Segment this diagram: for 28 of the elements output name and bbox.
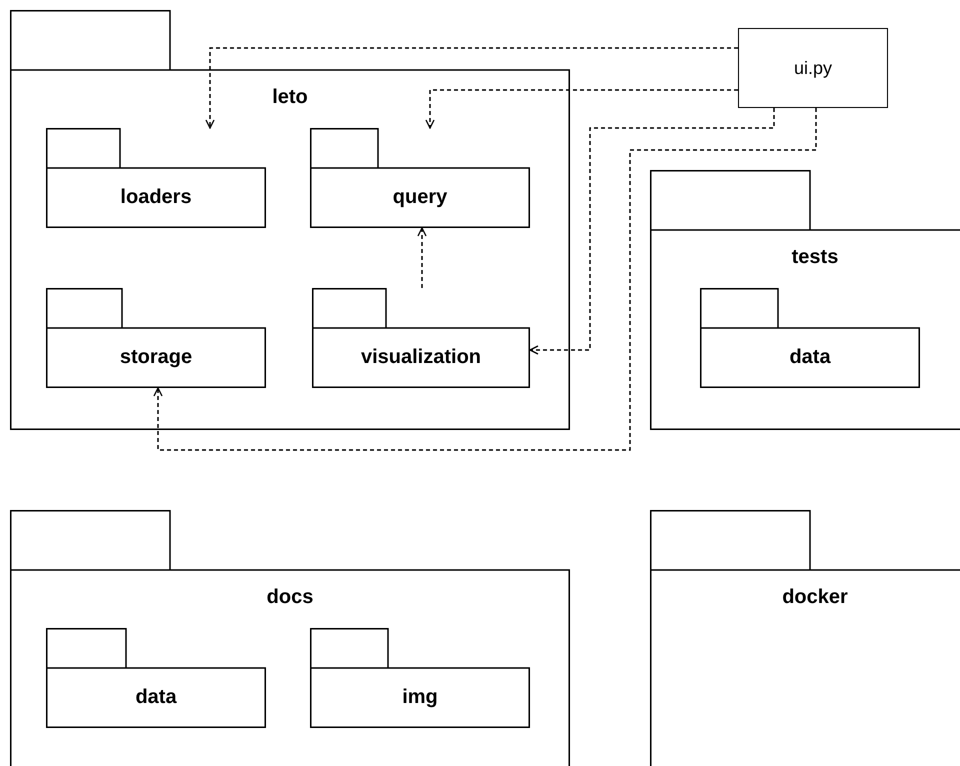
package-folder	[650, 510, 960, 766]
package-name: visualization	[360, 346, 482, 369]
package-name: data	[135, 686, 177, 709]
package-name: img	[402, 686, 438, 709]
dependency-arrow	[205, 47, 738, 129]
file-box: ui.py	[738, 28, 888, 108]
dependency-arrow	[153, 108, 817, 451]
package-folder	[700, 288, 920, 388]
package-folder	[10, 10, 570, 430]
package-folder	[46, 628, 266, 728]
package-name: docs	[266, 586, 314, 609]
package-name: tests	[792, 246, 838, 269]
package-name: docker	[782, 586, 848, 609]
package-folder	[310, 128, 530, 228]
package-name: leto	[272, 86, 308, 109]
package-folder	[10, 510, 570, 766]
package-folder	[650, 170, 960, 430]
package-name: query	[392, 186, 448, 209]
dependency-arrow	[417, 227, 427, 288]
package-folder	[310, 628, 530, 728]
package-folder	[46, 288, 266, 388]
dependency-arrow	[425, 89, 738, 129]
package-name: loaders	[120, 186, 192, 209]
package-name: data	[789, 346, 831, 369]
package-folder	[46, 128, 266, 228]
dependency-arrow	[529, 108, 775, 355]
package-folder	[312, 288, 530, 388]
package-name: storage	[120, 346, 192, 369]
